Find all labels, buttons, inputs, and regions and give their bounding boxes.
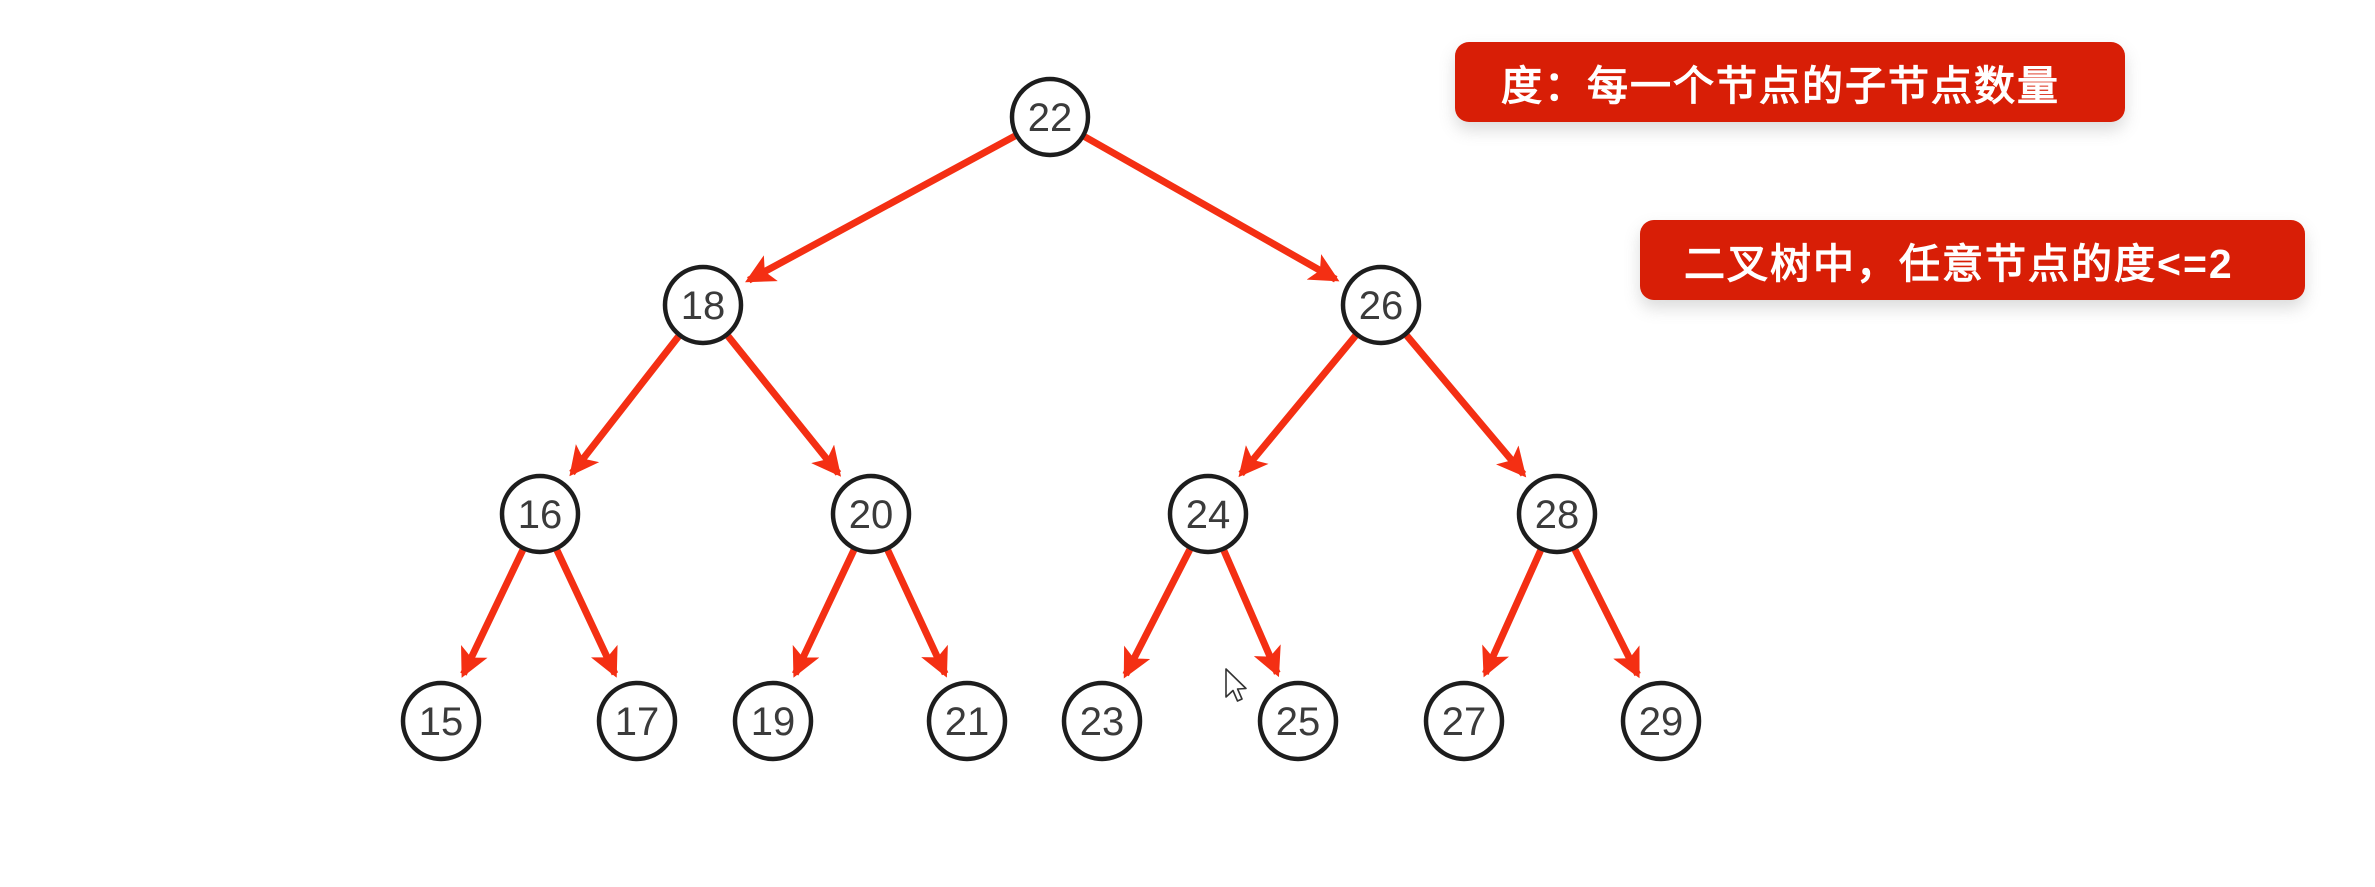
tree-node-label-17: 17 (615, 700, 660, 744)
tree-node-label-19: 19 (751, 700, 796, 744)
tree-node-label-24: 24 (1186, 493, 1231, 537)
tree-node-29[interactable]: 29 (1620, 680, 1702, 762)
tree-edge-16-to-15 (460, 548, 526, 678)
tree-node-circle-29 (1620, 680, 1702, 762)
tree-node-circle-26 (1340, 264, 1422, 346)
tree-node-circle-17 (596, 680, 678, 762)
tree-node-circle-16 (499, 473, 581, 555)
tree-node-28[interactable]: 28 (1516, 473, 1598, 555)
tree-edge-24-to-25 (1220, 549, 1281, 678)
tree-edge-26-to-24 (1238, 333, 1359, 478)
tree-node-label-21: 21 (945, 700, 990, 744)
tree-edge-20-to-21 (884, 548, 949, 678)
tree-nodes-layer: 22 18 26 16 20 24 28 15 17 19 21 23 25 27 29 (400, 76, 1702, 762)
tree-edge-28-to-29 (1571, 548, 1641, 679)
tree-node-circle-21 (926, 680, 1008, 762)
tree-node-label-22: 22 (1028, 96, 1073, 140)
tree-node-circle-15 (400, 680, 482, 762)
callout-banner-degree: 度：每一个节点的子节点数量 (1455, 42, 2125, 122)
tree-node-18[interactable]: 18 (662, 264, 744, 346)
tree-node-22[interactable]: 22 (1009, 76, 1091, 158)
tree-edge-18-to-20 (725, 333, 842, 477)
tree-node-circle-19 (732, 680, 814, 762)
tree-node-circle-22 (1009, 76, 1091, 158)
tree-node-25[interactable]: 25 (1257, 680, 1339, 762)
tree-node-label-29: 29 (1639, 700, 1684, 744)
callout-banner-binary-tree: 二叉树中，任意节点的度<=2 (1640, 220, 2305, 300)
tree-node-circle-27 (1423, 680, 1505, 762)
tree-node-label-25: 25 (1276, 700, 1321, 744)
callout-banner-degree-text: 度：每一个节点的子节点数量 (1501, 63, 2060, 109)
tree-node-label-20: 20 (849, 493, 894, 537)
tree-edge-22-to-26 (1083, 133, 1340, 283)
tree-node-circle-23 (1061, 680, 1143, 762)
tree-edge-16-to-17 (553, 548, 619, 678)
tree-node-16[interactable]: 16 (499, 473, 581, 555)
tree-node-label-23: 23 (1080, 700, 1125, 744)
tree-node-17[interactable]: 17 (596, 680, 678, 762)
tree-node-20[interactable]: 20 (830, 473, 912, 555)
tree-node-27[interactable]: 27 (1423, 680, 1505, 762)
tree-node-15[interactable]: 15 (400, 680, 482, 762)
tree-node-label-16: 16 (518, 493, 563, 537)
callout-banner-binary-tree-text: 二叉树中，任意节点的度<=2 (1684, 241, 2234, 287)
tree-node-label-15: 15 (419, 700, 464, 744)
tree-edge-24-to-23 (1122, 548, 1193, 679)
tree-node-circle-18 (662, 264, 744, 346)
tree-node-circle-28 (1516, 473, 1598, 555)
tree-node-21[interactable]: 21 (926, 680, 1008, 762)
tree-edge-20-to-19 (792, 548, 858, 678)
tree-node-label-18: 18 (681, 284, 726, 328)
tree-node-label-26: 26 (1359, 284, 1404, 328)
tree-node-19[interactable]: 19 (732, 680, 814, 762)
tree-edge-28-to-27 (1482, 549, 1544, 678)
tree-node-label-27: 27 (1442, 700, 1487, 744)
tree-edge-18-to-16 (569, 334, 682, 477)
tree-edges-layer (460, 132, 1641, 679)
tree-node-26[interactable]: 26 (1340, 264, 1422, 346)
tree-node-circle-25 (1257, 680, 1339, 762)
tree-node-label-28: 28 (1535, 493, 1580, 537)
tree-node-circle-24 (1167, 473, 1249, 555)
tree-node-circle-20 (830, 473, 912, 555)
tree-node-24[interactable]: 24 (1167, 473, 1249, 555)
tree-node-23[interactable]: 23 (1061, 680, 1143, 762)
tree-edge-26-to-28 (1404, 333, 1527, 478)
tree-edge-22-to-18 (745, 132, 1017, 284)
